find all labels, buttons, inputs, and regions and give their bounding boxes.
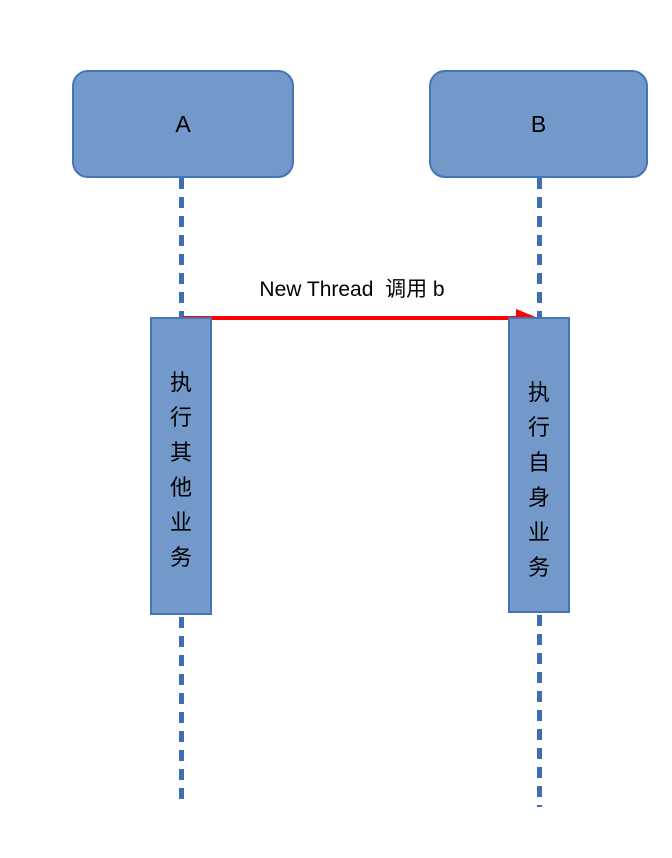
actor-box-b: B xyxy=(429,70,648,178)
activation-a-char: 其 xyxy=(169,440,192,465)
actor-box-a: A xyxy=(72,70,294,178)
activation-b-char: 务 xyxy=(527,555,550,580)
message-label: New Thread 调用 b xyxy=(259,278,445,301)
activation-b-char: 身 xyxy=(527,485,550,510)
actor-a-label: A xyxy=(175,110,191,137)
lifeline-b-lower xyxy=(537,615,542,807)
activation-a-char: 执 xyxy=(169,370,192,395)
activation-a-char: 行 xyxy=(169,405,192,430)
activation-a-char: 务 xyxy=(169,545,192,570)
activation-bar-a: 执 行 其 他 业 务 xyxy=(150,317,212,615)
actor-b-label: B xyxy=(530,110,547,137)
lifeline-a-lower xyxy=(179,617,184,807)
activation-b-char: 行 xyxy=(527,415,550,440)
activation-a-char: 他 xyxy=(169,475,192,500)
message-arrow-line xyxy=(182,316,516,320)
activation-bar-b: 执 行 自 身 业 务 xyxy=(508,317,570,613)
activation-b-char: 业 xyxy=(527,520,550,545)
activation-a-char: 业 xyxy=(169,510,192,535)
activation-b-char: 执 xyxy=(527,380,550,405)
activation-b-char: 自 xyxy=(527,450,550,475)
lifeline-a-upper xyxy=(179,178,184,317)
lifeline-b-upper xyxy=(537,178,542,317)
